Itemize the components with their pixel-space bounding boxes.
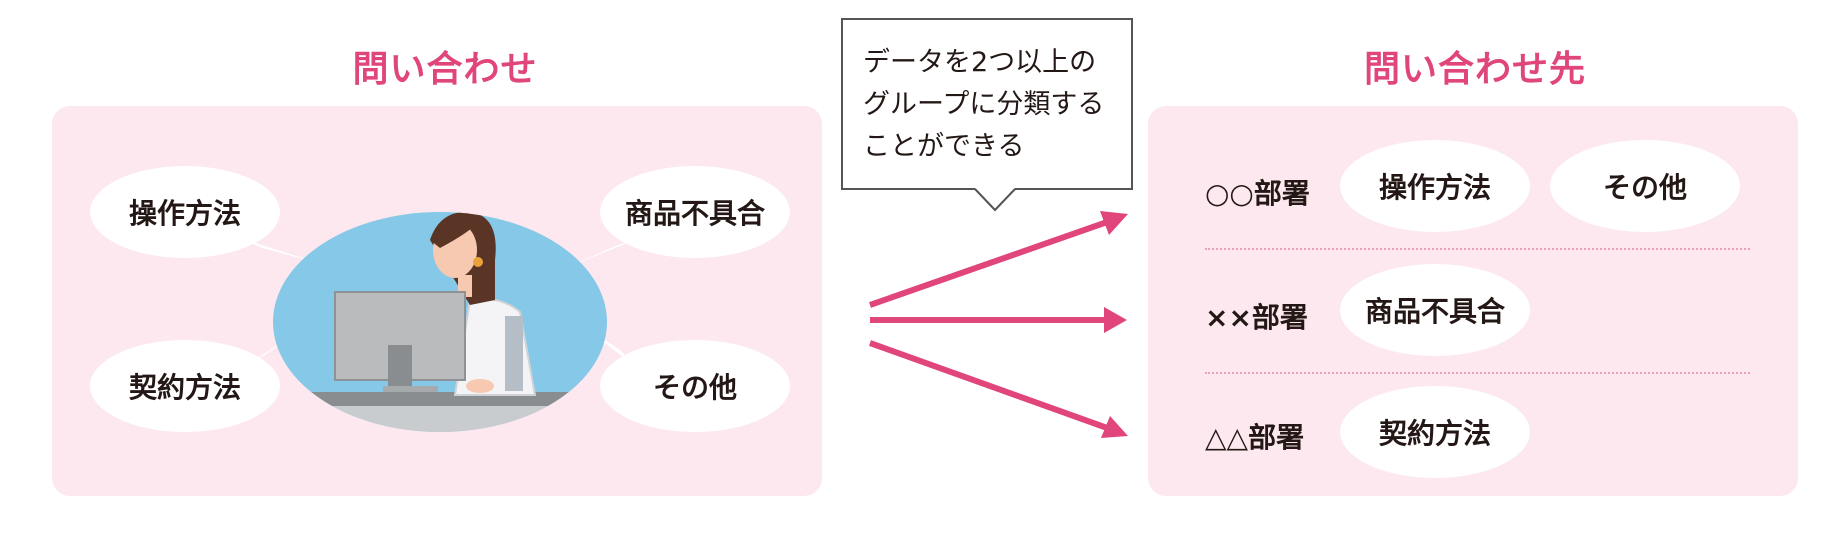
bubble-label: 操作方法 [128, 197, 241, 230]
tag-operation: 操作方法 [1340, 140, 1530, 232]
dept-label: ○○部署 [1205, 177, 1310, 210]
bubble-contract: 契約方法 [90, 340, 280, 432]
tag-other: その他 [1550, 140, 1740, 232]
bubble-label: 商品不具合 [624, 197, 765, 230]
right-title: 問い合わせ先 [1363, 49, 1586, 90]
row-divider [1205, 372, 1750, 374]
tag-contract: 契約方法 [1340, 386, 1530, 478]
arrows [868, 211, 1128, 438]
callout-box: データを2つ以上の グループに分類する ことができる [841, 18, 1133, 190]
left-title: 問い合わせ [352, 49, 538, 90]
row-divider [1205, 248, 1750, 250]
tag-label: 契約方法 [1378, 417, 1491, 450]
tag-label: その他 [1602, 171, 1687, 204]
tag-defect: 商品不具合 [1340, 264, 1530, 356]
bubble-label: その他 [652, 371, 737, 404]
bubble-tail [240, 238, 315, 262]
tag-label: 商品不具合 [1364, 295, 1505, 328]
bubble-defect: 商品不具合 [600, 166, 790, 258]
bubble-operation: 操作方法 [90, 166, 280, 258]
bubble-label: 契約方法 [128, 371, 241, 404]
bubble-tail [565, 238, 640, 268]
bubble-other: その他 [600, 340, 790, 432]
dept-label: ××部署 [1205, 301, 1308, 334]
tag-label: 操作方法 [1378, 171, 1491, 204]
arrow-up [869, 218, 1111, 308]
dept-label: △△部署 [1205, 421, 1305, 454]
callout-text: データを2つ以上の グループに分類する ことができる [863, 47, 1105, 162]
arrow-down [868, 340, 1112, 432]
